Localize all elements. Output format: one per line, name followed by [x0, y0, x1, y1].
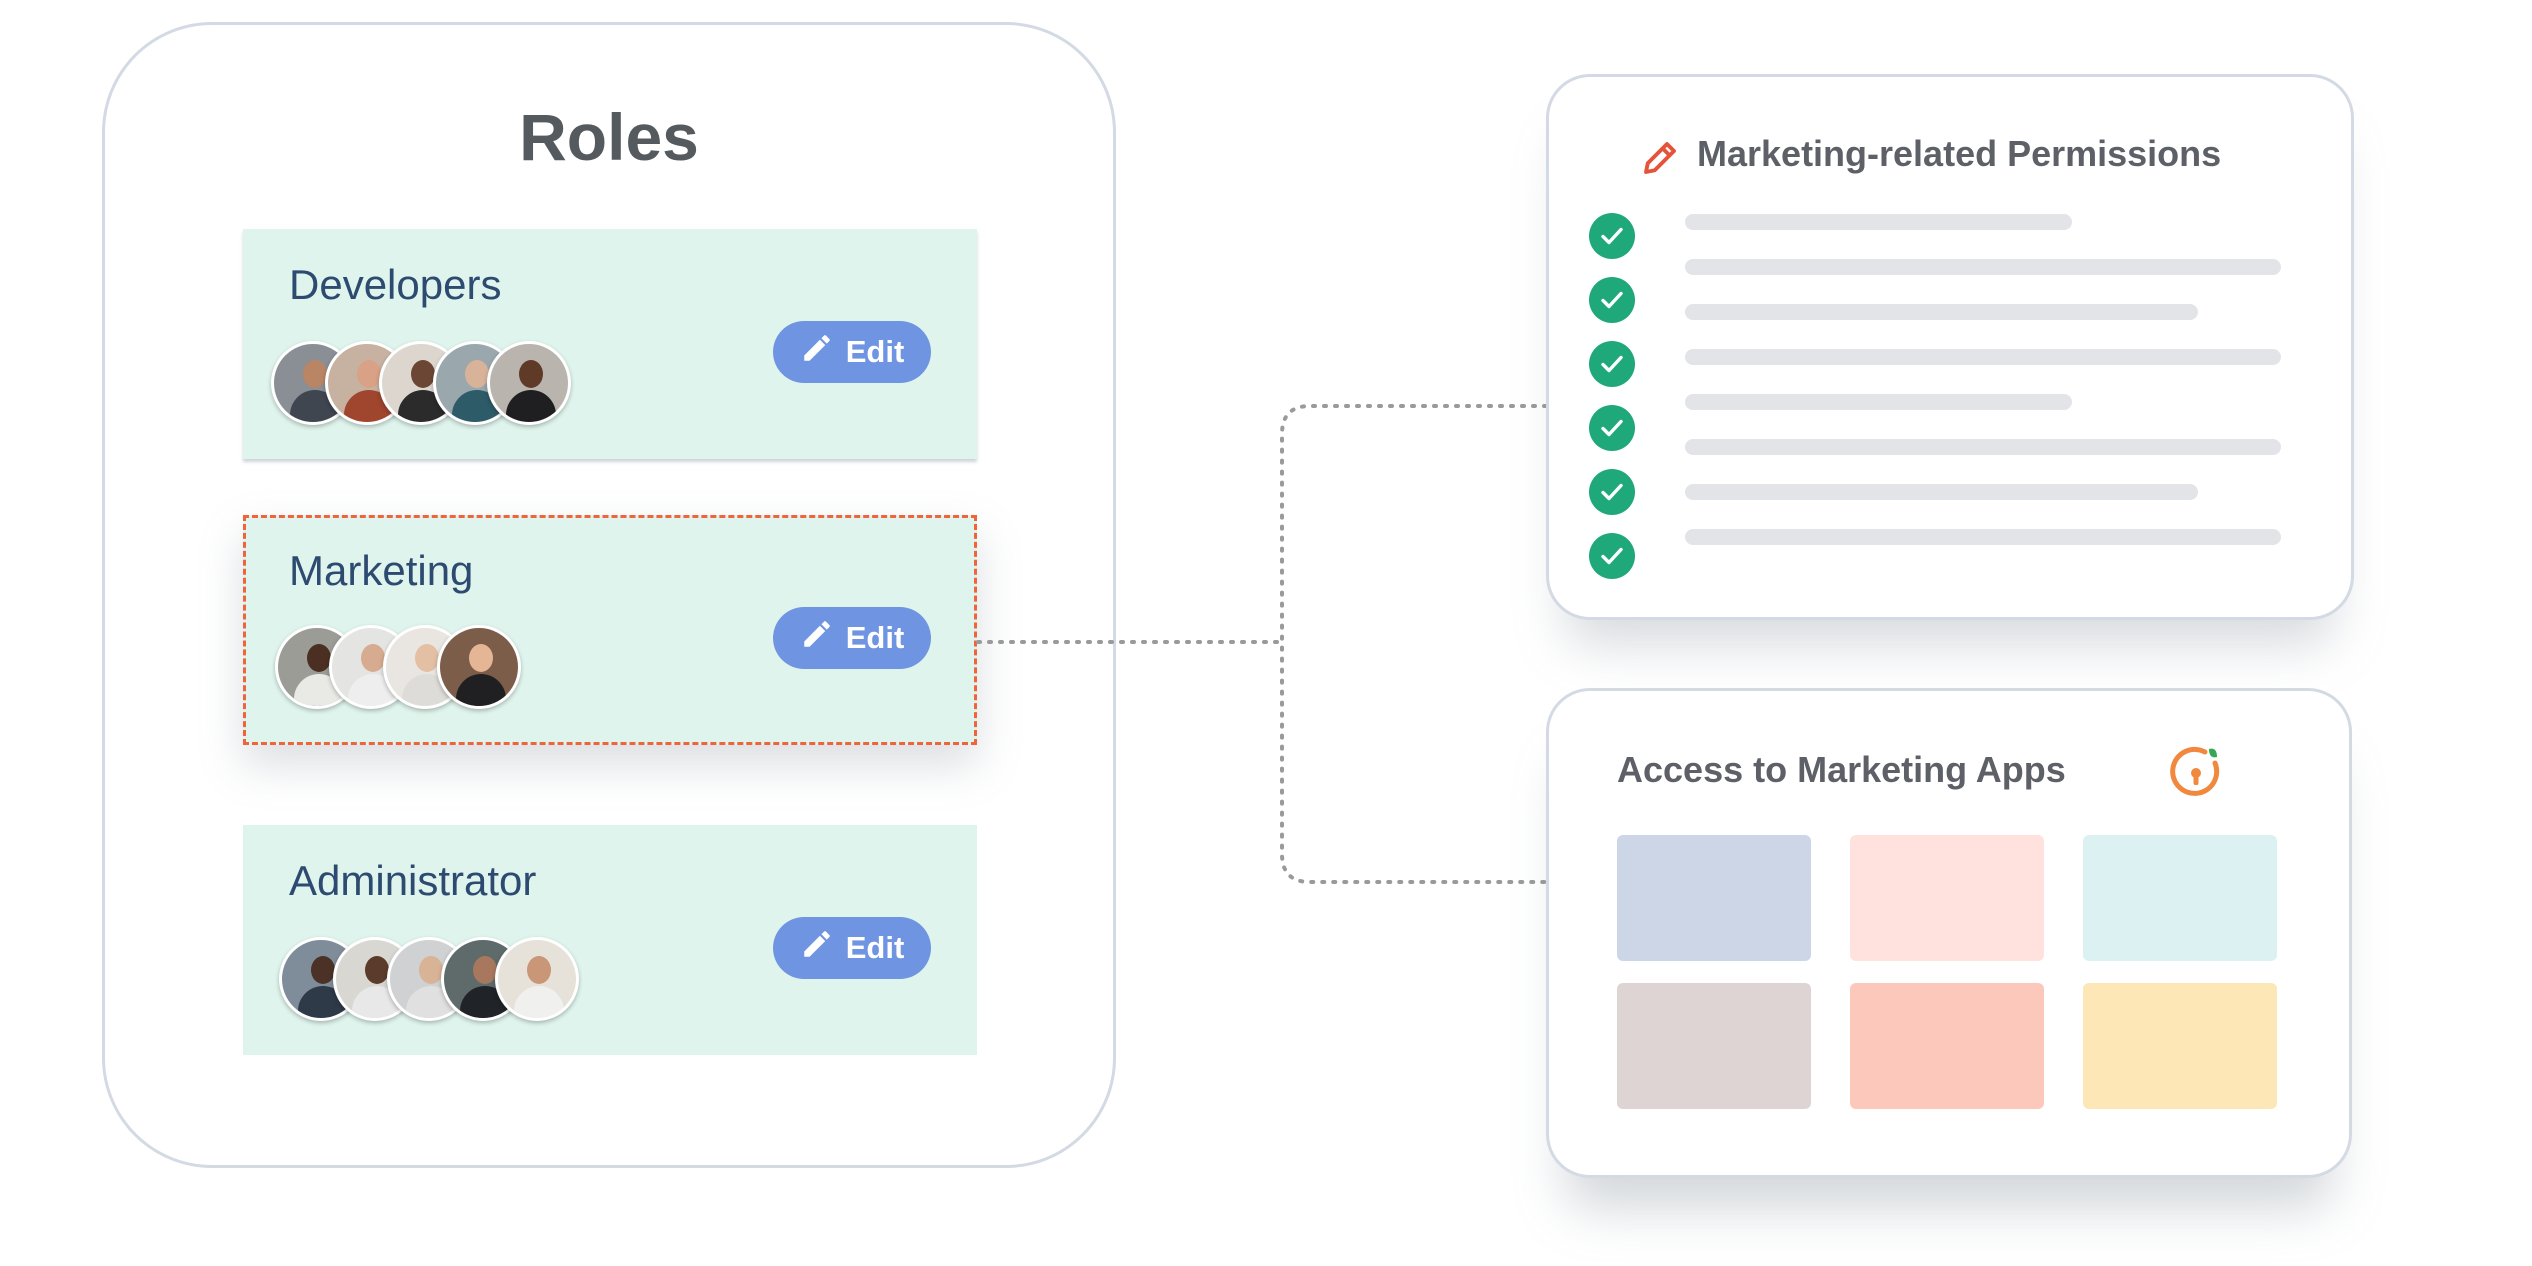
edit-pencil-icon — [800, 617, 834, 659]
role-name: Marketing — [289, 547, 474, 594]
edit-label: Edit — [845, 334, 905, 369]
permission-line — [1685, 394, 2072, 410]
edit-pencil-icon — [800, 331, 834, 373]
role-name: Administrator — [289, 857, 537, 904]
edit-button[interactable]: Edit — [773, 917, 931, 979]
app-tile[interactable] — [2083, 835, 2277, 961]
role-card-developers[interactable]: Developers Edit — [243, 229, 977, 459]
edit-label: Edit — [845, 930, 905, 965]
pencil-icon — [1639, 137, 1681, 179]
permission-line — [1685, 439, 2281, 455]
permission-line — [1685, 349, 2281, 365]
check-icon — [1589, 405, 1635, 451]
app-tile[interactable] — [1617, 983, 1811, 1109]
permissions-title: Marketing-related Permissions — [1697, 133, 2222, 174]
check-icon — [1589, 277, 1635, 323]
role-card-administrator[interactable]: Administrator Edit — [243, 825, 977, 1055]
permission-line — [1685, 259, 2281, 275]
apps-title: Access to Marketing Apps — [1617, 749, 2066, 790]
check-icon — [1589, 341, 1635, 387]
edit-button[interactable]: Edit — [773, 607, 931, 669]
roles-panel: Roles Developers Edit Marketing Edit Adm… — [102, 22, 1116, 1168]
roles-title: Roles — [519, 100, 699, 174]
role-name: Developers — [289, 261, 502, 308]
check-icon — [1589, 469, 1635, 515]
member-avatar — [487, 341, 571, 425]
permission-line — [1685, 529, 2281, 545]
check-icon — [1589, 533, 1635, 579]
app-tile[interactable] — [1850, 983, 2044, 1109]
edit-label: Edit — [845, 620, 905, 655]
member-avatar — [437, 625, 521, 709]
permission-line — [1685, 214, 2072, 230]
check-icon — [1589, 213, 1635, 259]
app-tile[interactable] — [1617, 835, 1811, 961]
member-avatar — [495, 937, 579, 1021]
access-lock-icon — [2167, 743, 2225, 801]
permission-line — [1685, 484, 2198, 500]
edit-pencil-icon — [800, 927, 834, 969]
apps-card: Access to Marketing Apps — [1546, 688, 2352, 1178]
permissions-card: Marketing-related Permissions — [1546, 74, 2354, 620]
app-tile[interactable] — [1850, 835, 2044, 961]
app-tile[interactable] — [2083, 983, 2277, 1109]
edit-button[interactable]: Edit — [773, 321, 931, 383]
role-card-marketing[interactable]: Marketing Edit — [243, 515, 977, 745]
permission-line — [1685, 304, 2198, 320]
